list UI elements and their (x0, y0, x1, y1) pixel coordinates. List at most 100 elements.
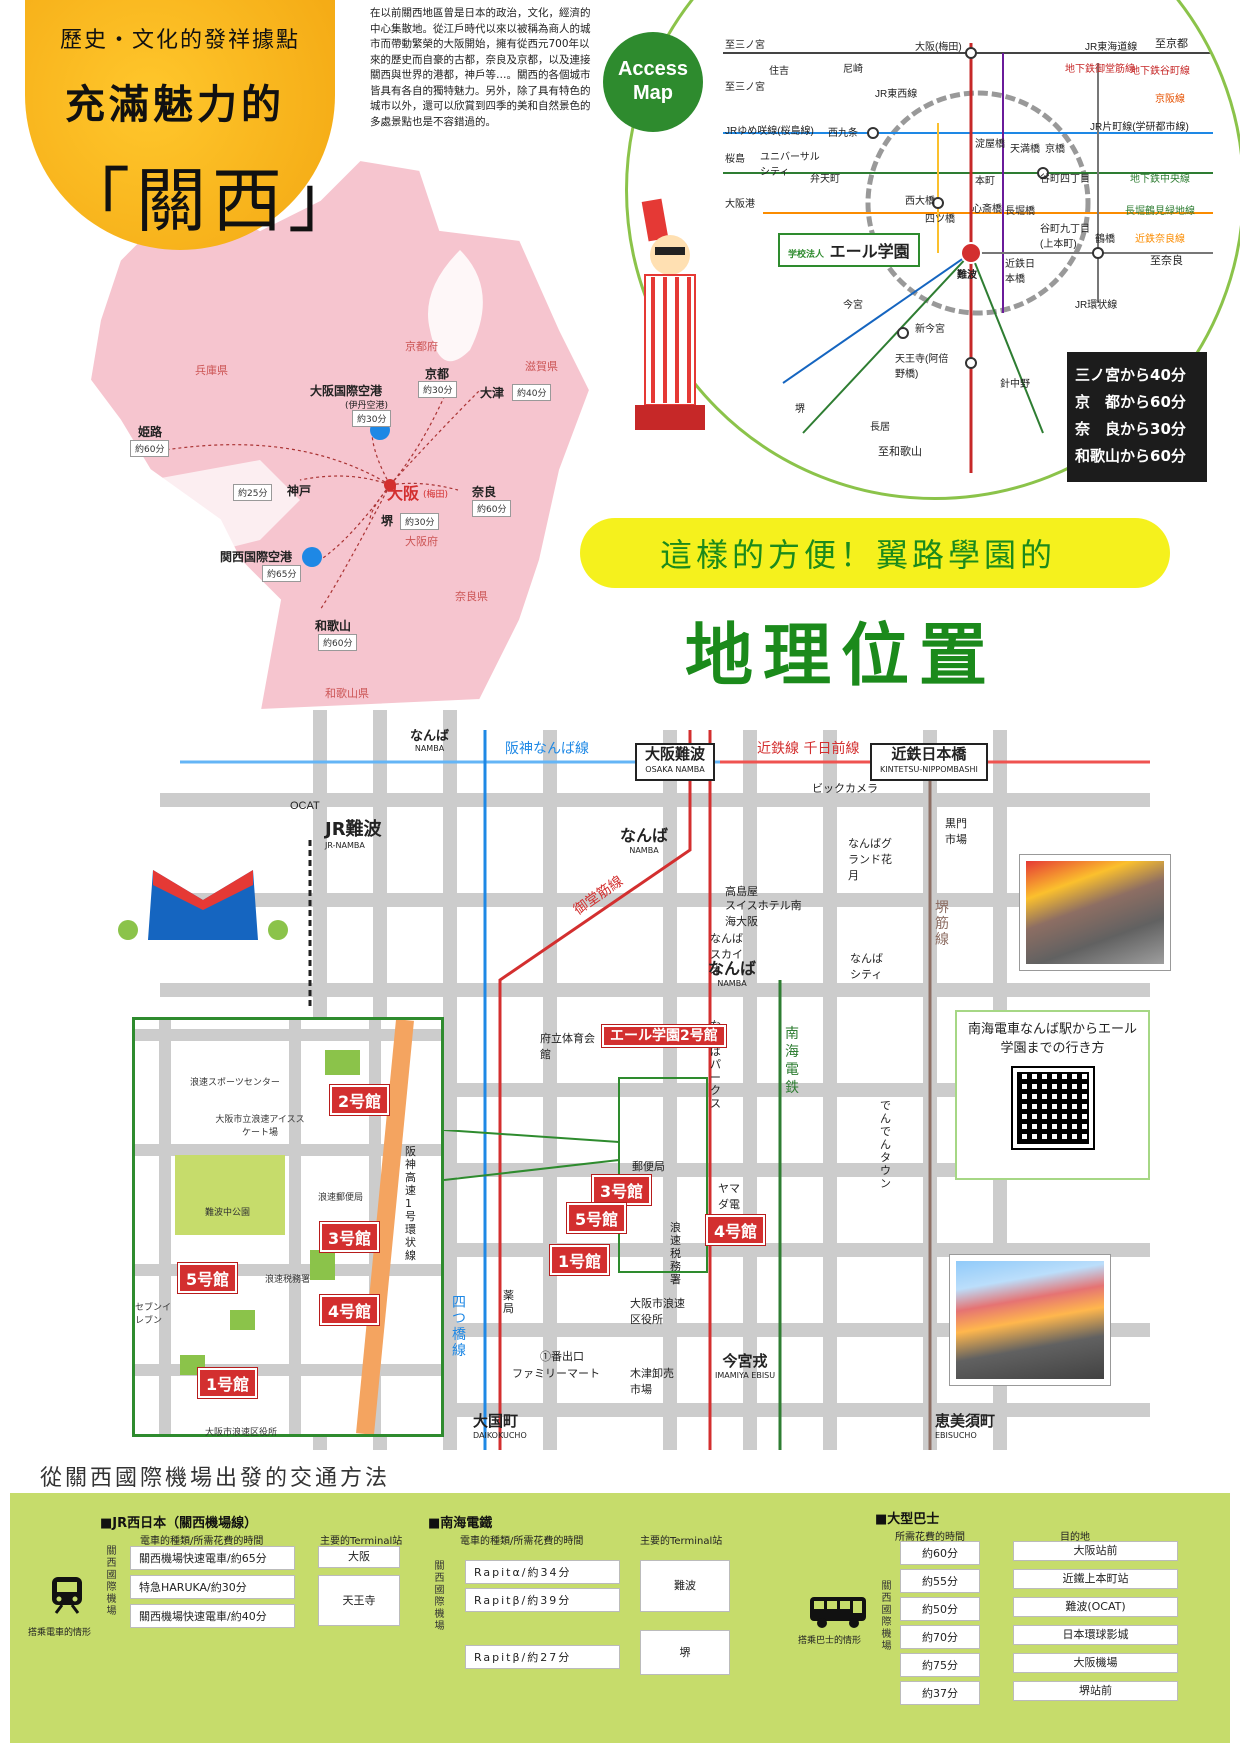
time-row-nara: 奈 良から30分 (1075, 420, 1186, 438)
time-itami: 約30分 (352, 410, 392, 427)
line-yotsubashi: 四つ橋線 (452, 1295, 466, 1359)
intro-paragraph: 在以前關西地區曾是日本的政治，文化，經濟的中心集散地。從江戶時代以來以被稱為商人… (370, 7, 591, 128)
jr-row-3: 關西機場快速電車/約40分 (130, 1604, 295, 1628)
inset-ice-rink: 大阪市立浪速アイススケート場 (215, 1114, 305, 1137)
landmark-takashimaya: 高島屋 (725, 886, 758, 898)
time-kobe: 約25分 (233, 484, 273, 501)
hero-tagline: 歷史・文化的發祥據點 (60, 28, 301, 53)
am-line-chuo: 地下鉄中央線 (1130, 174, 1190, 185)
inset-park: 難波中公園 (205, 1207, 251, 1217)
am-station-imamiya: 今宮 (843, 300, 863, 311)
inset-seven-eleven: セブンイレブン (135, 1302, 172, 1325)
bus-time-5: 約75分 (900, 1653, 980, 1677)
bus-dest-2: 近鐵上本町站 (1013, 1569, 1178, 1589)
access-badge-line2: Map (633, 82, 673, 104)
building-2-main: エール学園2号館 (602, 1025, 726, 1047)
bus-icon-label: 搭乘巴士的情形 (798, 1636, 862, 1646)
am-station-kintetsu-nippombashi: 近鉄日本橋 (1005, 259, 1035, 285)
am-station-bentencho: 弁天町 (810, 174, 840, 185)
inset-building-4: 4号館 (320, 1295, 380, 1325)
inset-connector (444, 1130, 620, 1181)
bus-origin: 關西國際機場 (879, 1580, 890, 1652)
time-wakayama: 約60分 (318, 634, 358, 651)
nankai-col-type: 電車的種類/所需花費的時間 (460, 1536, 584, 1547)
hero-title: 「關西」 (60, 160, 364, 242)
city-sakai: 堺 (381, 514, 394, 528)
am-line-katamachi: JR片町線(学研都市線) (1090, 122, 1189, 133)
landmark-familymart: ファミリーマート (512, 1368, 600, 1380)
bus-time-6: 約37分 (900, 1681, 980, 1705)
am-line-nagahori: 長堀鶴見緑地線 (1125, 206, 1195, 217)
nankai-dest-sakai: 堺 (640, 1630, 730, 1675)
am-station-temmabashi: 天満橋 (1010, 144, 1040, 155)
nankai-row-2: Rapitβ/約39分 (465, 1588, 620, 1612)
am-station-sumiyoshi: 住吉 (769, 66, 789, 77)
landmark-gym: 府立体育会館 (540, 1033, 595, 1061)
landmark-exit-1: ①番出口 (540, 1351, 584, 1363)
building-3-main: 3号館 (592, 1175, 652, 1205)
am-station-sannomiya: 至三ノ宮 (725, 40, 765, 51)
bus-time-3: 約50分 (900, 1597, 980, 1621)
rail-diagram (723, 43, 1213, 473)
bus-dest-6: 堺站前 (1013, 1681, 1178, 1701)
hero-subtitle: 充滿魅力的 (65, 81, 285, 128)
am-line-tanimachi: 地下鉄谷町線 (1130, 66, 1190, 77)
building-1-main: 1号館 (550, 1245, 610, 1275)
photo-den-den-town (950, 1255, 1110, 1385)
school-name: エール学園 (829, 242, 910, 261)
am-station-osaka: 大阪(梅田) (915, 42, 962, 53)
nankai-row-1: Rapitα/約34分 (465, 1560, 620, 1584)
itami-airport: 大阪国際空港 (310, 384, 383, 398)
nankai-origin: 關西國際機場 (432, 1560, 443, 1632)
jr-row-1: 關西機場快速電車/約65分 (130, 1546, 295, 1570)
qr-callout-text: 南海電車なんば駅からエール学園までの行き方 (967, 1022, 1137, 1056)
city-otsu: 大津 (480, 386, 505, 400)
headline-main: 地理位置 (685, 616, 998, 696)
inset-ward-office: 大阪市浪速区役所 (205, 1427, 278, 1437)
city-kyoto: 京都 (425, 367, 450, 381)
am-station-nishiohashi: 西大橋 (905, 196, 935, 207)
station-imamiya-ebisu: 今宮戎 IMAMIYA EBISU (715, 1352, 776, 1380)
school-prefix: 学校法人 (788, 250, 825, 260)
landmark-tax-office: 浪速税務署 (670, 1222, 681, 1286)
am-station-namba: 難波 (957, 270, 977, 281)
am-station-osakako: 大阪港 (725, 199, 755, 210)
time-himeji: 約60分 (130, 440, 170, 457)
inset-map-grid (135, 1019, 441, 1435)
am-station-to-wakayama: 至和歌山 (878, 446, 922, 458)
landmark-den-den-town: でんでんタウン (880, 1100, 891, 1190)
city-osaka: 大阪 (387, 484, 420, 503)
itami-airport-note: (伊丹空港) (345, 401, 389, 411)
am-station-nagahoribashi: 長堀橋 (1005, 206, 1035, 217)
qr-callout: 南海電車なんば駅からエール学園までの行き方 (955, 1010, 1150, 1180)
am-station-tanimachi9: 谷町九丁目(上本町) (1040, 224, 1090, 250)
time-sakai: 約30分 (400, 513, 440, 530)
line-kintetsu-sennichimae: 近鉄線 千日前線 (757, 741, 860, 757)
jr-col-terminal: 主要的Terminal站 (320, 1536, 403, 1547)
mascot-illustration (635, 198, 705, 430)
landmark-kizu-market: 木津卸売市場 (630, 1368, 674, 1396)
bus-dest-1: 大阪站前 (1013, 1541, 1178, 1561)
am-line-yumesaki: JRゆめ咲線(桜島線) (725, 126, 814, 137)
bus-time-2: 約55分 (900, 1569, 980, 1593)
am-station-to-kyoto: 至京都 (1155, 38, 1188, 50)
nankai-dest-namba: 難波 (640, 1560, 730, 1612)
time-kix: 約65分 (262, 565, 302, 582)
headline-sub: 這樣的方便！翼路學園的 (660, 536, 1057, 574)
jr-col-type: 電車的種類/所需花費的時間 (140, 1536, 264, 1547)
nankai-col-terminal: 主要的Terminal站 (640, 1536, 723, 1547)
station-namba-nankai: なんば NAMBA (708, 959, 757, 988)
bus-col-dest: 目的地 (1060, 1532, 1090, 1543)
am-station-universal: ユニバーサルシティ (760, 152, 820, 178)
am-station-hommachi: 本町 (975, 176, 995, 187)
qr-code[interactable] (1012, 1068, 1093, 1148)
am-station-tennoji: 天王寺(阿倍野橋) (895, 354, 949, 380)
train-icon-label: 搭乘電車的情形 (28, 1628, 92, 1638)
jr-origin: 關西國際機場 (104, 1545, 115, 1617)
am-station-nagai: 長居 (870, 422, 890, 433)
bus-icon (810, 1597, 866, 1628)
transport-title: 從關西國際機場出發的交通方法 (40, 1466, 391, 1491)
inset-post-office: 浪速郵便局 (318, 1192, 364, 1202)
